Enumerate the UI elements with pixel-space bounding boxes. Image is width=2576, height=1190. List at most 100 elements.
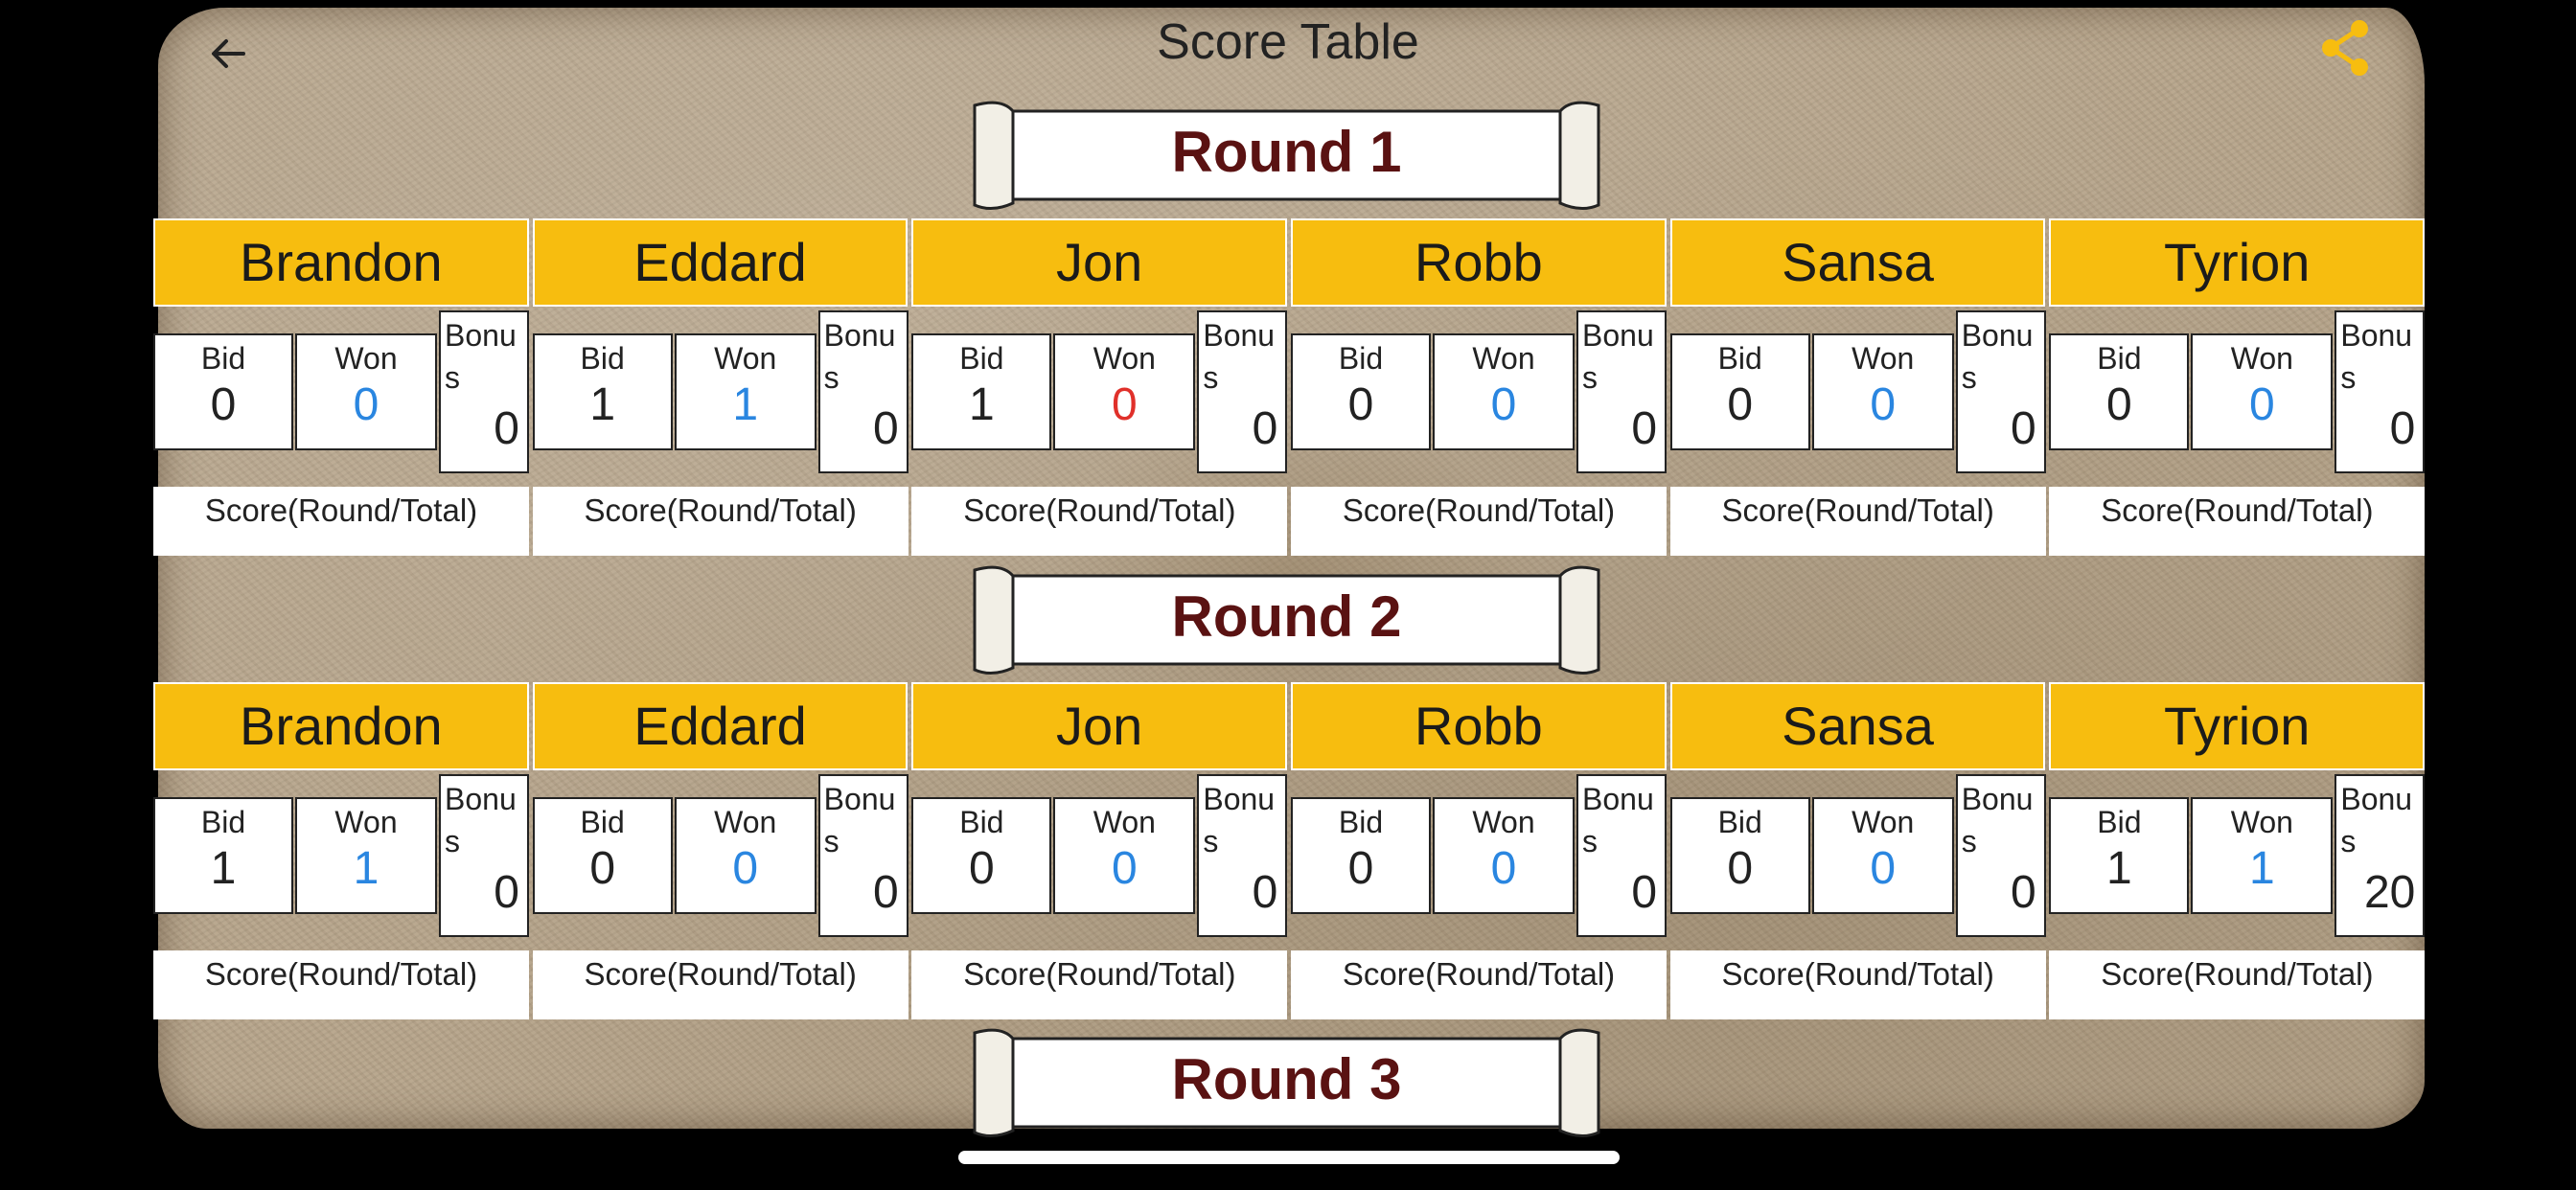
score-box: Score(Round/Total) — [1669, 487, 2046, 556]
player-name: Brandon — [153, 682, 529, 770]
score-box: Score(Round/Total) — [911, 487, 1288, 556]
bid-value: 1 — [210, 843, 237, 894]
bonus-value: 0 — [494, 867, 519, 918]
bonus-value: 0 — [2389, 403, 2416, 454]
won-value: 0 — [1111, 843, 1138, 894]
bonus-value: 20 — [2363, 867, 2416, 918]
player-name: Sansa — [1669, 682, 2046, 770]
home-indicator[interactable] — [958, 1151, 1620, 1164]
bonus-value: 0 — [1252, 403, 1278, 454]
round-title: Round 2 — [1171, 584, 1402, 649]
score-box: Score(Round/Total) — [911, 950, 1288, 1019]
bonus-value: 0 — [1252, 867, 1278, 918]
bid-value: 0 — [1347, 843, 1374, 894]
player-name: Jon — [911, 218, 1288, 307]
bonus-value: 0 — [2010, 403, 2036, 454]
won-value: 0 — [1490, 843, 1517, 894]
bonus-value: 0 — [1631, 403, 1658, 454]
won-value: 1 — [2249, 843, 2275, 894]
bid-value: 0 — [1727, 379, 1754, 430]
player-name: Eddard — [532, 682, 908, 770]
bonus-value: 0 — [494, 403, 519, 454]
bid-value: 0 — [210, 379, 237, 430]
round-1-banner: Round 1 — [963, 98, 1610, 213]
player-name: Brandon — [153, 218, 529, 307]
won-value: 0 — [732, 843, 759, 894]
won-value: 1 — [353, 843, 380, 894]
score-box: Score(Round/Total) — [532, 487, 908, 556]
won-value: 0 — [1870, 843, 1897, 894]
back-button[interactable] — [203, 27, 257, 80]
share-button[interactable] — [2317, 17, 2375, 79]
won-value: 0 — [353, 379, 380, 430]
player-name: Tyrion — [2049, 682, 2426, 770]
round-title: Round 3 — [1171, 1047, 1402, 1111]
score-box: Score(Round/Total) — [153, 487, 529, 556]
page-title: Score Table — [1157, 14, 1419, 70]
bid-value: 0 — [1727, 843, 1754, 894]
bid-value: 1 — [589, 379, 616, 430]
bid-value: 1 — [968, 379, 995, 430]
score-box: Score(Round/Total) — [1291, 487, 1668, 556]
emblem-watermark — [1045, 412, 1543, 728]
round-title: Round 1 — [1171, 120, 1402, 184]
score-box: Score(Round/Total) — [2049, 487, 2426, 556]
round-3-banner: Round 3 — [963, 1025, 1610, 1140]
arrow-left-icon — [212, 39, 245, 68]
share-icon — [2322, 20, 2368, 76]
player-name: Robb — [1291, 218, 1667, 307]
player-name: Jon — [911, 682, 1288, 770]
player-name: Tyrion — [2049, 218, 2426, 307]
